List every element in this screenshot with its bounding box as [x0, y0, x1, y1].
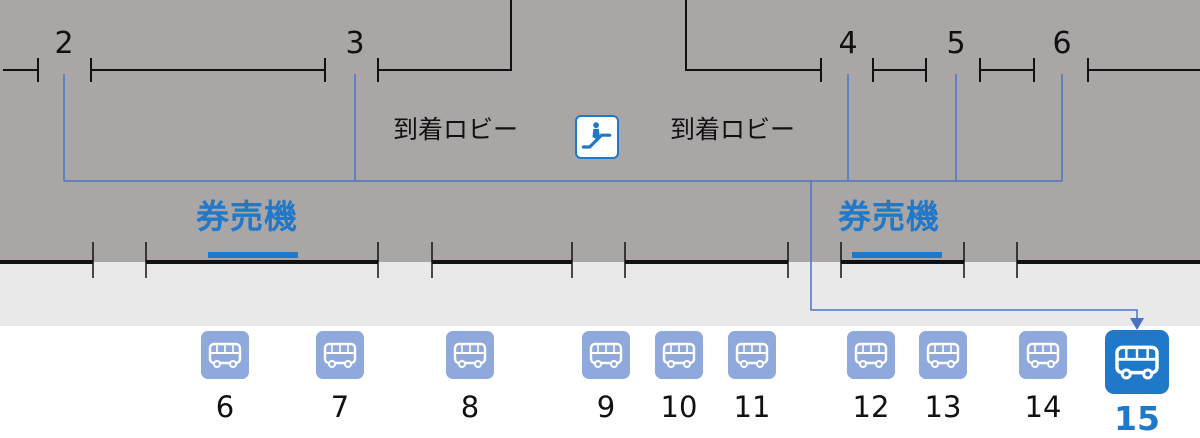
bus-stop-15-label: 15 — [1114, 399, 1160, 438]
gate-4-label: 4 — [838, 26, 858, 61]
ticket-machine-left — [208, 252, 298, 258]
ticket-machine-label-right: 券売機 — [838, 197, 940, 236]
gate-6-label: 6 — [1052, 26, 1072, 61]
bus-stop-14-label: 14 — [1024, 390, 1062, 424]
bus-icon — [316, 331, 364, 379]
bus-icon — [446, 331, 494, 379]
bus-stop-11-label: 11 — [733, 390, 771, 424]
bus-stop-12-label: 12 — [852, 390, 890, 424]
bus-stop-7-label: 7 — [330, 390, 350, 424]
escalator-icon — [575, 115, 619, 159]
bus-icon — [201, 331, 249, 379]
route-arrow-head — [1130, 318, 1144, 330]
bus-stop-6-label: 6 — [215, 390, 235, 424]
route-lines — [63, 74, 1138, 322]
highlighted-bus-icon — [1105, 330, 1169, 394]
gate-3-label: 3 — [345, 26, 365, 61]
gate-5-label: 5 — [946, 26, 966, 61]
bus-icon — [582, 331, 630, 379]
bus-stop-13-label: 13 — [924, 390, 962, 424]
bus-icon — [919, 331, 967, 379]
sidewalk-area — [0, 262, 1200, 326]
ticket-machine-right — [852, 252, 942, 258]
bus-stop-10-label: 10 — [660, 390, 698, 424]
arrival-lobby-label-right: 到着ロビー — [670, 115, 796, 144]
bus-icon — [728, 331, 776, 379]
bus-stop-8-label: 8 — [460, 390, 480, 424]
bus-stop-9-label: 9 — [596, 390, 616, 424]
arrival-lobby-label-left: 到着ロビー — [393, 115, 519, 144]
bus-icon — [1019, 331, 1067, 379]
gate-2-label: 2 — [54, 26, 74, 61]
upper-wall — [3, 0, 1200, 82]
exterior-wall — [0, 242, 1200, 278]
ticket-machine-label-left: 券売機 — [196, 197, 298, 236]
bus-icon — [847, 331, 895, 379]
bus-icon — [655, 331, 703, 379]
